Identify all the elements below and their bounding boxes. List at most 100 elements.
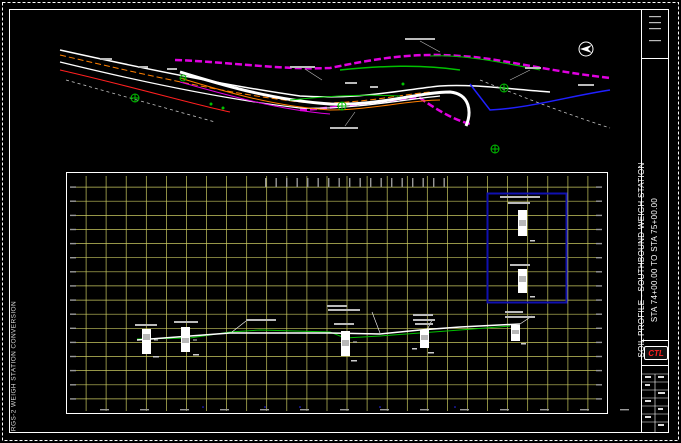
station-tick-label [300,409,309,411]
alignment-line [65,79,216,123]
elevation-tick-label [70,327,76,329]
elevation-tick-label [596,384,602,386]
elevation-tick-label [70,398,76,400]
vegetation-line [339,65,461,71]
elevation-tick-label [596,313,602,315]
top-station-label [401,178,403,187]
sheet-title-line-1: SOIL PROFILE - SOUTHBOUND WEIGH STATION [637,162,646,358]
elevation-tick-label [70,200,76,202]
station-tick-label [460,409,469,411]
top-station-label [338,178,340,187]
elevation-tick-label [596,186,602,188]
boundary-line-upper [174,53,611,80]
revision-marks [645,376,665,426]
ramp-lane-line [179,77,441,111]
survey-point-icon [209,82,405,110]
top-station-label [265,178,267,187]
station-tick-label [500,409,509,411]
boring-log-1 [142,329,158,354]
axis-tick-marks [70,178,629,411]
elevation-tick-label [70,242,76,245]
elevation-tick-label [70,285,76,287]
elevation-tick-label [70,257,76,259]
roadway-edge-south [59,61,441,109]
elevation-tick-label [70,369,76,372]
elevation-tick-label [70,271,76,273]
sheet-border-inner [9,9,669,433]
station-tick-label [220,409,229,411]
weigh-station-ramp [179,70,471,127]
proposed-grade-line [136,323,521,341]
elevation-tick-label [596,285,602,287]
station-tick-label [620,409,629,411]
elevation-tick-label [596,299,602,301]
vegetation-line [289,94,401,101]
north-arrow-icon [578,41,594,57]
elevation-tick-label [596,228,602,231]
boring-log-5 [511,325,520,341]
tree-symbol-icon [337,101,347,111]
elevation-tick-label [596,214,602,217]
top-station-label [328,178,330,187]
red-survey-line [59,69,231,113]
plan-view [59,38,611,154]
elevation-tick-label [70,341,76,344]
boring-log-6 [518,210,527,236]
top-station-label [359,178,361,187]
station-tick-label [180,409,189,411]
profile-frame [66,172,608,414]
top-station-label [286,178,288,187]
elevation-tick-label [70,214,76,217]
elevation-tick-label [596,369,602,372]
station-tick-label [540,409,549,411]
elevation-tick-label [596,257,602,259]
station-dots [202,406,456,408]
top-station-label [433,178,435,187]
boring-log-7 [518,269,527,293]
elevation-tick-label [70,313,76,315]
right-of-way-line [469,83,611,111]
project-title: RGS-2 WEIGH STATION CONVERSION [10,300,18,432]
alignment-line [479,79,611,129]
roadway-edge-north [59,49,551,98]
boring-log-4 [420,330,429,348]
top-station-label [317,178,319,187]
profile-section [66,172,629,414]
profile-grid [76,176,598,411]
elevation-tick-label [596,242,602,245]
top-station-label [422,178,424,187]
tree-symbol-icon [179,74,187,82]
elevation-tick-label [70,228,76,231]
elevation-tick-label [596,355,602,358]
top-station-label [370,178,372,187]
lane-line-magenta [179,81,331,115]
elevation-tick-label [70,186,76,188]
elevation-tick-label [596,271,602,273]
station-tick-label [580,409,589,411]
station-tick-label [380,409,389,411]
boring-log-2 [181,327,197,352]
tree-symbol-icon [490,144,500,154]
engineer-stamp [649,16,661,42]
elevation-tick-label [596,200,602,202]
highlighted-borings-box [486,192,568,304]
station-tick-label [340,409,349,411]
top-station-label [443,178,445,187]
elevation-tick-label [70,299,76,301]
top-station-label [349,178,351,187]
elevation-tick-label [596,341,602,344]
elevation-tick-label [596,327,602,329]
elevation-tick-label [70,384,76,386]
top-station-label [380,178,382,187]
boring-depth-marks [153,240,535,362]
tree-symbol-icon [499,83,509,93]
elevation-tick-label [596,398,602,400]
top-station-label [296,178,298,187]
roadway-centerline [59,54,431,104]
boring-log-3 [341,331,357,356]
top-station-label [307,178,309,187]
ctl-logo: CTL [644,346,668,360]
tree-symbol-icon [130,93,140,103]
station-tick-label [140,409,149,411]
